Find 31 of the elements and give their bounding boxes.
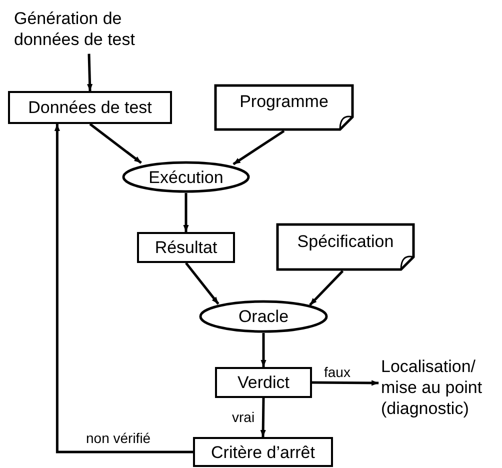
node-label: Localisation/ mise au point (diagnostic) [381,356,484,418]
arrow [312,380,379,386]
arrow [260,333,266,367]
edge-label: vrai [230,409,257,425]
arrow [260,398,266,438]
edge-label: faux [322,364,352,380]
arrow [183,193,189,232]
arrow [54,124,193,454]
node-label: Programme [240,91,328,112]
node-label: Oracle [238,306,289,327]
arrow [232,130,285,166]
arrow [87,54,93,92]
node-label: Résultat [154,237,218,258]
arrow [309,270,344,306]
process-box [8,91,172,124]
document-shape [276,223,415,271]
edge-label: non vérifié [84,430,153,446]
process-box [137,232,235,263]
document-shape [214,84,354,131]
process-box [193,437,333,467]
node-label: Génération de données de test [14,8,136,50]
arrow [185,262,220,305]
node-label: Critère d’arrêt [211,442,315,462]
process-box [215,367,312,398]
node-label: Spécification [297,230,394,252]
process-ellipse [122,161,250,193]
node-label: Exécution [148,166,224,188]
node-label: Données de test [28,97,152,118]
node-label: Verdict [238,372,290,393]
process-ellipse [199,300,328,333]
arrow [89,123,142,164]
